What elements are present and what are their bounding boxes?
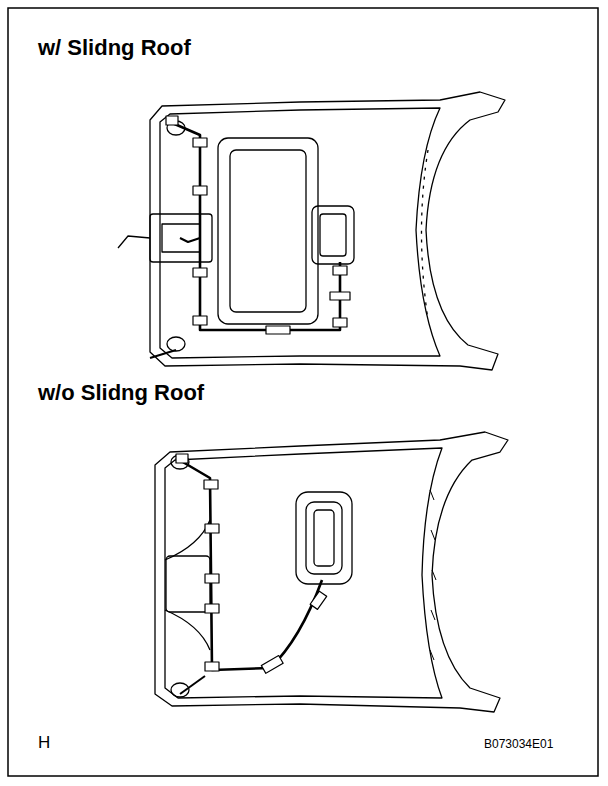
- heading: w/o Slidng Roof: [38, 381, 204, 405]
- headliner-with-sliding-roof: [118, 92, 505, 370]
- headliner-without-sliding-roof: [155, 432, 508, 712]
- figure-letter: H: [38, 734, 50, 753]
- heading: w/ Slidng Roof: [38, 36, 191, 60]
- figure-code: B073034E01: [484, 738, 553, 751]
- frame: [8, 8, 598, 776]
